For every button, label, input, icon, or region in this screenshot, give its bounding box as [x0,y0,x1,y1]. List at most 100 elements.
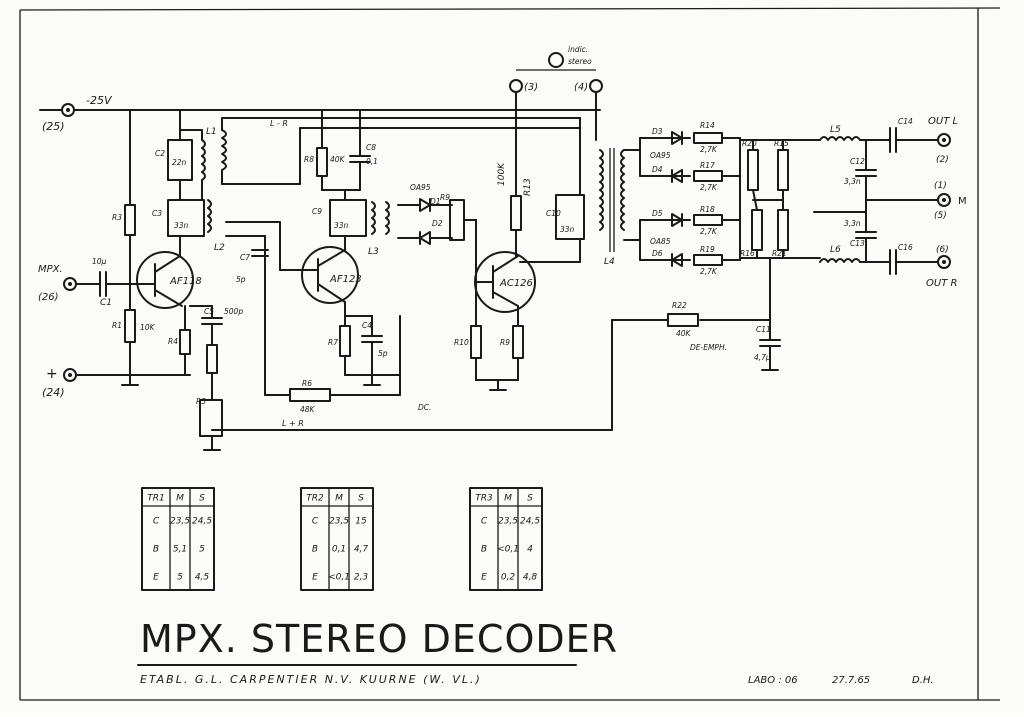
svg-text:R14: R14 [700,121,715,130]
svg-text:L6: L6 [830,245,841,255]
svg-text:R1: R1 [112,321,122,330]
svg-text:R5: R5 [196,397,206,406]
ac126-label: AC126 [499,278,533,289]
coil-l4-left: L - R [221,117,581,185]
svg-text:D1: D1 [430,197,441,206]
table-cell: 4,8 [523,573,538,583]
table-cell: 4 [527,545,533,555]
svg-text:4,7μ: 4,7μ [754,353,771,362]
table-header-cell: M [176,494,184,504]
svg-text:D4: D4 [652,165,663,174]
svg-text:D3: D3 [652,127,663,136]
af123-label: AF123 [329,274,362,285]
svg-text:2,7K: 2,7K [700,183,718,192]
svg-text:2,7K: 2,7K [700,267,718,276]
table-cell: E [153,573,159,583]
table-border [469,487,543,591]
svg-text:indic.: indic. [568,45,588,54]
svg-text:C12: C12 [850,157,865,166]
plus-label: + [46,366,58,382]
table-cell: B [481,545,487,555]
table-cell: C [153,517,160,527]
svg-text:R4: R4 [168,337,178,346]
svg-text:(4): (4) [574,82,588,93]
svg-text:D6: D6 [652,249,663,258]
svg-text:C5: C5 [204,307,214,316]
transistor-tr1-af118: AF118 [136,251,202,309]
svg-text:DC.: DC. [418,403,431,412]
svg-text:D5: D5 [652,209,663,218]
svg-text:C2: C2 [155,149,165,158]
svg-text:C13: C13 [850,239,865,248]
svg-text:C8: C8 [366,143,376,152]
table-cell: 24,5 [192,517,212,527]
table-cell: 4,5 [195,573,210,583]
svg-text:R18: R18 [700,205,715,214]
table-cell: <0,1 [497,545,519,555]
svg-text:R20: R20 [742,139,757,148]
resistor-r7-capacitor-c6: R7 C4 5p [328,301,401,386]
table-cell: C [312,517,319,527]
svg-text:R13: R13 [523,178,533,196]
table-cell: 2,3 [354,573,369,583]
drawing-frame [19,7,1001,701]
mpx-label: MPX. [38,264,63,275]
svg-text:DE-EMPH.: DE-EMPH. [690,343,727,352]
svg-text:L + R: L + R [282,419,304,428]
table-cell: 23,5 [170,517,190,527]
table-header-cell: M [504,494,512,504]
table-cell: 15 [355,517,367,527]
svg-text:48K: 48K [300,405,316,414]
ground-pin-label: (24) [42,386,65,399]
svg-text:40K: 40K [330,155,346,164]
svg-text:D2: D2 [432,219,443,228]
capacitor-c8: C8 0,1 [321,109,378,191]
doubler-d1-d2: OA95 D1 D2 R9 [397,183,477,301]
svg-text:OA95: OA95 [650,151,671,160]
resistor-r6-dc-feedback: R6 48K DC. [264,315,431,414]
stereo-indicator: indic. stereo (4) [516,45,603,141]
svg-text:R16: R16 [740,249,755,258]
svg-text:R9: R9 [500,338,510,347]
table-header-cell: S [527,494,533,504]
svg-text:C4: C4 [362,321,372,330]
svg-text:3,3n: 3,3n [844,177,861,186]
capacitor-c5-r5: C5 500p R5 [189,305,243,451]
table-cell: E [481,573,487,583]
table-border [300,487,374,591]
svg-text:R17: R17 [700,161,715,170]
capacitor-c7: C7 5p [236,249,269,284]
transistor-tr2-af123: AF123 [301,246,362,304]
svg-text:L3: L3 [368,247,379,257]
mpx-pin-label: (26) [38,292,59,303]
tank-l1-c2: C2 L1 22n [155,109,217,201]
table-header-cell: S [199,494,205,504]
svg-text:L2: L2 [214,243,225,253]
svg-text:L4: L4 [604,257,615,267]
svg-text:0,1: 0,1 [366,157,378,166]
svg-text:R6: R6 [302,379,312,388]
svg-text:OUT R: OUT R [926,278,957,289]
output-matrix: R20 R15 R16 R21 [739,137,821,261]
svg-text:5p: 5p [236,275,246,284]
supply-pin-label: (25) [42,120,65,133]
svg-text:C7: C7 [240,253,250,262]
resistor-r4: R4 [168,305,191,376]
table-header-cell: TR2 [306,494,324,504]
supply-voltage-label: -25V [86,94,113,107]
svg-text:100K: 100K [497,162,507,186]
lab-ref: LABO : 06 [748,675,798,686]
svg-text:L5: L5 [830,125,841,135]
svg-text:(1): (1) [934,181,947,191]
diode-matrix: D3 D4 D5 D6 OA95 OA85 R14 2,7K R17 2,7K … [623,121,741,276]
svg-text:5p: 5p [378,349,388,358]
resistor-r8: R8 40K [304,109,346,191]
table-cell: 23,5 [329,517,349,527]
svg-text:R3: R3 [112,213,122,222]
svg-text:M: M [958,196,967,207]
